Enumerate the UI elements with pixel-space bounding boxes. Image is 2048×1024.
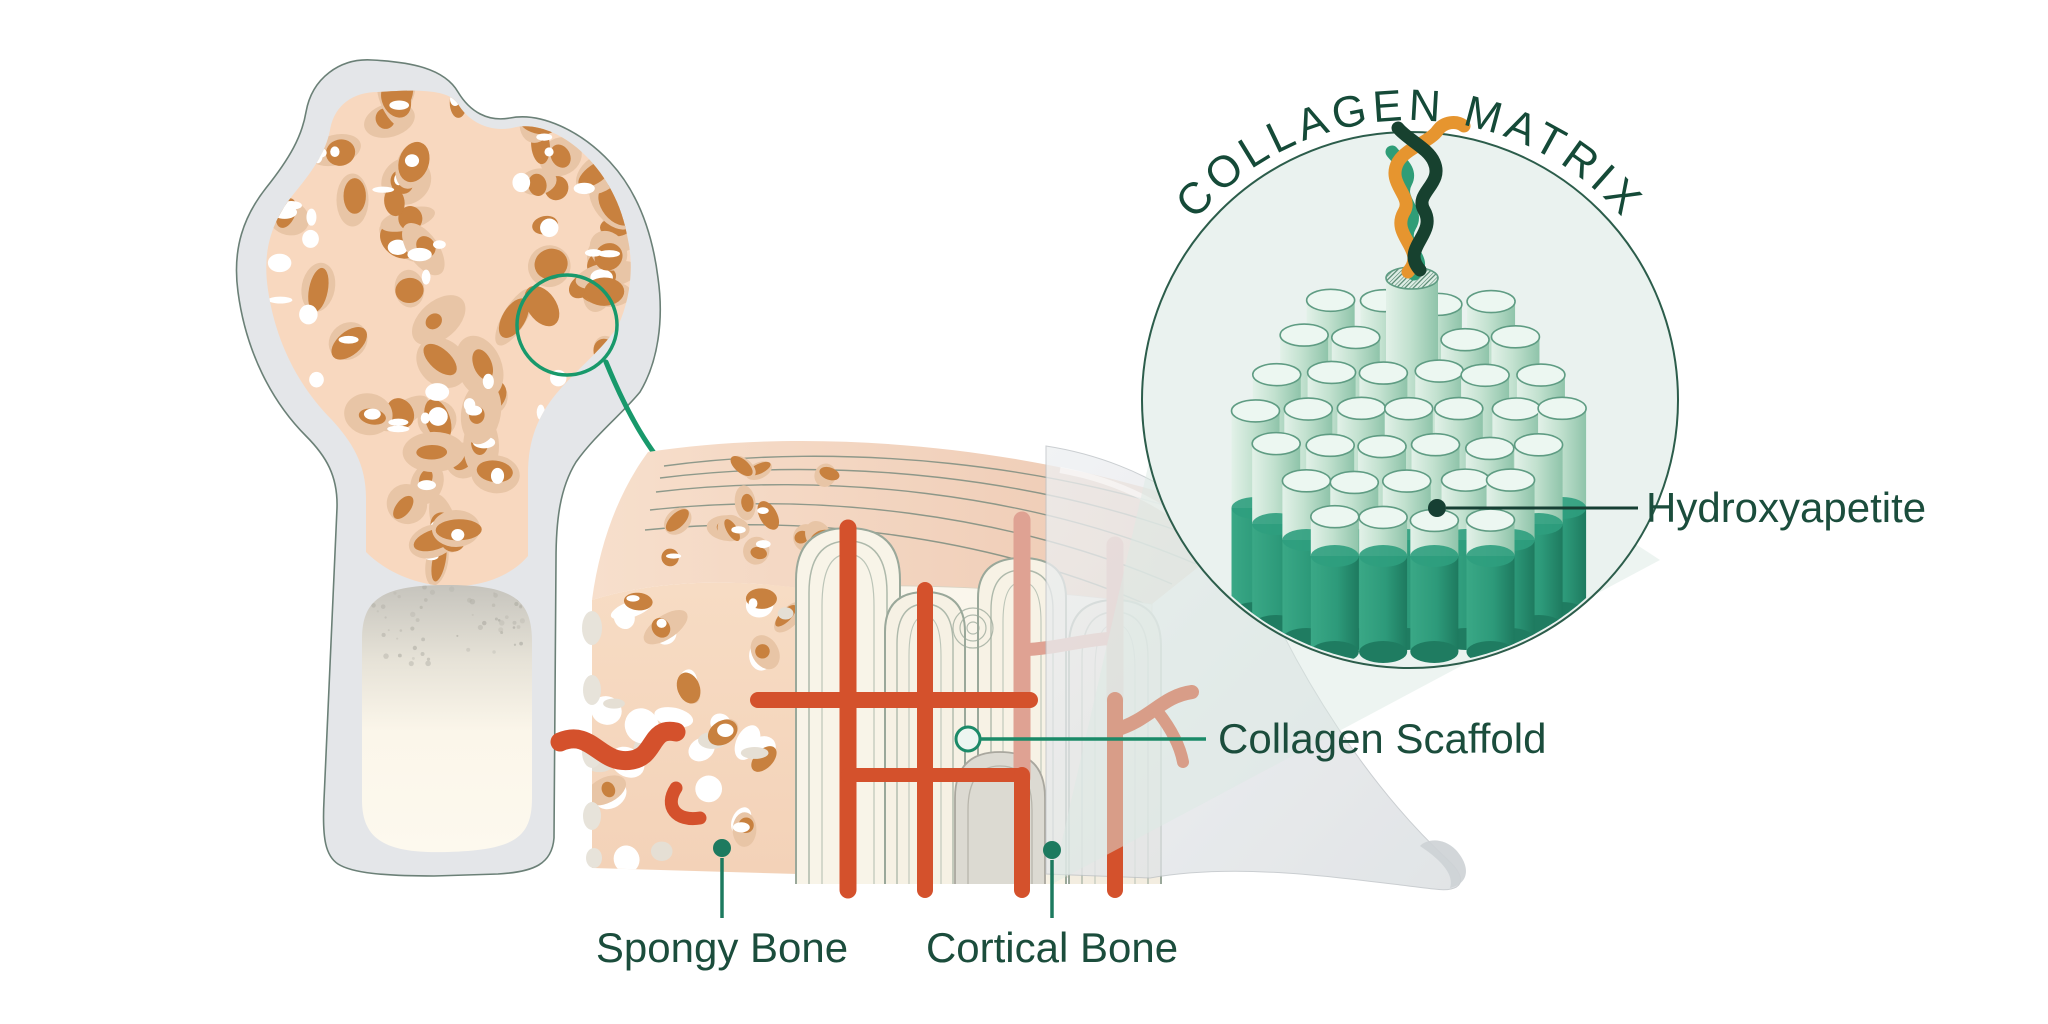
fibril-cylinder (1358, 505, 1408, 663)
fibril-cylinder (1409, 508, 1460, 663)
cortical-bone-label: Cortical Bone (926, 924, 1178, 971)
magnifier-circle (515, 273, 619, 377)
fibril-cylinder (1251, 431, 1301, 637)
collagen-scaffold-marker (954, 725, 982, 753)
osteon-spiral (952, 607, 994, 649)
hydroxyapetite-label: Hydroxyapetite (1646, 484, 1926, 531)
spongy-bone-dot (713, 839, 731, 857)
hydroxyapetite-callout: Hydroxyapetite (1428, 484, 1926, 531)
collagen-matrix-panel: COLLAGEN MATRIX (1141, 81, 1679, 669)
fibril-cylinder (1465, 508, 1516, 663)
cortical-bone-callout: Cortical Bone (926, 841, 1178, 971)
spongy-bone-label: Spongy Bone (596, 924, 848, 971)
collagen-scaffold-label: Collagen Scaffold (1218, 715, 1546, 762)
hydroxyapetite-dot (1428, 499, 1446, 517)
cortical-bone-dot (1043, 841, 1061, 859)
fibril-bundle (1230, 266, 1587, 663)
spongy-bone-callout: Spongy Bone (596, 839, 848, 971)
fibril-cylinder (1310, 504, 1360, 663)
femur-illustration (235, 59, 690, 877)
collagen-scaffold-callout: Collagen Scaffold (954, 715, 1546, 762)
helix-strand-dark-green (1391, 121, 1443, 277)
collagen-helix (1385, 116, 1471, 281)
helix-strand-orange (1388, 116, 1471, 279)
